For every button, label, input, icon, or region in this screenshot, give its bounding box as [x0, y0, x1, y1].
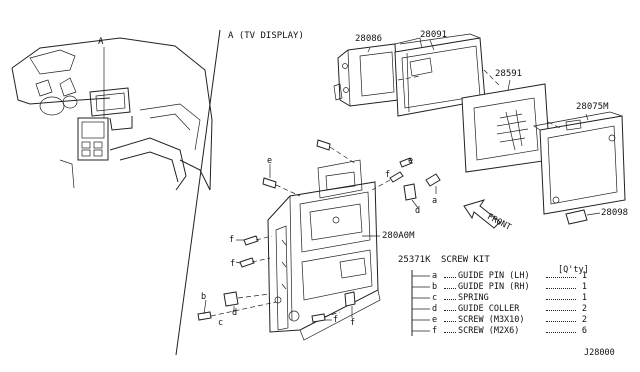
kit-qty: 6 [581, 326, 587, 336]
kit-code: d [432, 304, 438, 314]
kit-qty: 1 [581, 271, 587, 281]
callout-f-1: f [385, 170, 391, 180]
callout-f-3: f [230, 259, 236, 269]
part-label-28086: 28086 [355, 34, 383, 44]
leader-28091 [429, 39, 435, 51]
kit-part-number: 25371K [398, 255, 431, 265]
kit-code: a [432, 271, 438, 281]
kit-row: e SCREW (M3X10) 2 [432, 315, 587, 325]
part-label-28098: 28098 [601, 208, 629, 218]
kit-row: f SCREW (M2X6) 6 [432, 326, 587, 336]
kit-name: GUIDE PIN (RH) [458, 282, 530, 292]
kit-row: b GUIDE PIN (RH) 1 [432, 282, 587, 292]
part-label-28091: 28091 [420, 30, 448, 40]
kit-name: GUIDE PIN (LH) [458, 271, 530, 281]
callout-f-2: f [229, 235, 235, 245]
callout-a-1: a [432, 196, 438, 206]
kit-name: SCREW (M3X10) [458, 315, 525, 325]
kit-code: e [432, 315, 438, 325]
kit-name: GUIDE COLLER [458, 304, 520, 314]
part-label-28591: 28591 [495, 69, 523, 79]
leader-28086 [367, 47, 371, 53]
kit-code: c [432, 293, 438, 303]
front-arrow-icon [463, 199, 501, 229]
callout-d-1: d [415, 206, 421, 216]
kit-title: SCREW KIT [441, 255, 490, 265]
callout-f-4: f [333, 315, 339, 325]
part-label-28075M: 28075M [576, 102, 609, 112]
callout-d-2: d [232, 308, 238, 318]
kit-code: b [432, 282, 438, 292]
callout-e-2: e [408, 156, 414, 166]
part-label-280A0M: 280A0M [382, 231, 415, 241]
reference-code: J28000 [584, 348, 615, 358]
kit-row: c SPRING 1 [432, 293, 587, 303]
kit-bracket [411, 270, 430, 336]
kit-name: SPRING [458, 293, 489, 303]
screws [197, 139, 441, 323]
section-divider [175, 29, 221, 356]
kit-row: d GUIDE COLLER 2 [432, 304, 587, 314]
callout-f-5: f [350, 318, 356, 328]
part-28098-switch [565, 209, 601, 225]
part-280A0M-bracket [267, 159, 381, 341]
kit-qty: 1 [581, 282, 587, 292]
part-28075M-finisher [533, 111, 626, 215]
view-marker-a: A [98, 37, 104, 47]
kit-row: a GUIDE PIN (LH) 1 [432, 271, 587, 281]
kit-code: f [432, 326, 438, 336]
kit-qty: 1 [581, 293, 587, 303]
kit-qty: 2 [581, 315, 587, 325]
kit-qty: 2 [581, 304, 587, 314]
callout-c: c [218, 318, 224, 328]
leader-28591 [507, 79, 511, 91]
callout-b: b [201, 292, 207, 302]
kit-name: SCREW (M2X6) [458, 326, 520, 336]
leader-28075M [585, 113, 589, 121]
qty-header: [Q'ty] [558, 265, 589, 275]
section-title: A (TV DISPLAY) [228, 31, 304, 41]
dashboard-illustration [11, 37, 213, 191]
callout-e-1: e [267, 156, 273, 166]
